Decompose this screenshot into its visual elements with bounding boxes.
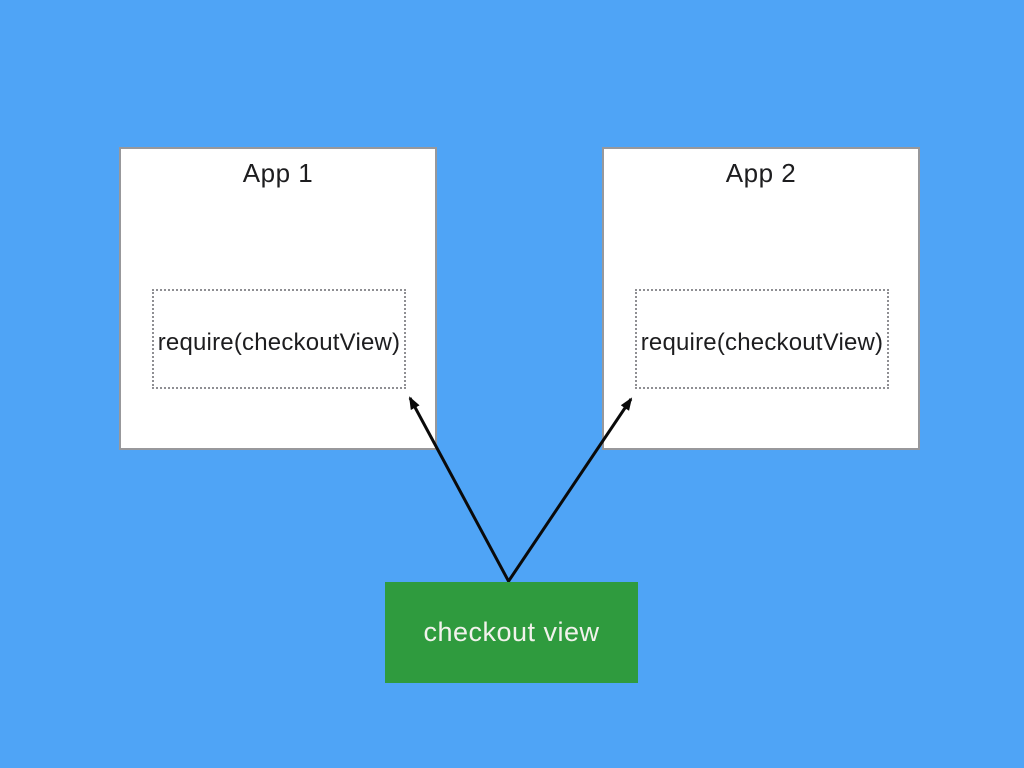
app2-require-label: require(checkoutView) bbox=[640, 329, 884, 356]
checkout-view-box: checkout view bbox=[385, 582, 638, 683]
app1-require-label: require(checkoutView) bbox=[157, 329, 401, 356]
app1-box: App 1 require(checkoutView) bbox=[119, 147, 437, 450]
checkout-view-label: checkout view bbox=[423, 617, 600, 647]
app2-title: App 2 bbox=[725, 158, 797, 188]
app1-title: App 1 bbox=[242, 158, 314, 188]
app2-box: App 2 require(checkoutView) bbox=[602, 147, 920, 450]
app2-require-box: require(checkoutView) bbox=[635, 289, 889, 389]
app1-require-box: require(checkoutView) bbox=[152, 289, 406, 389]
